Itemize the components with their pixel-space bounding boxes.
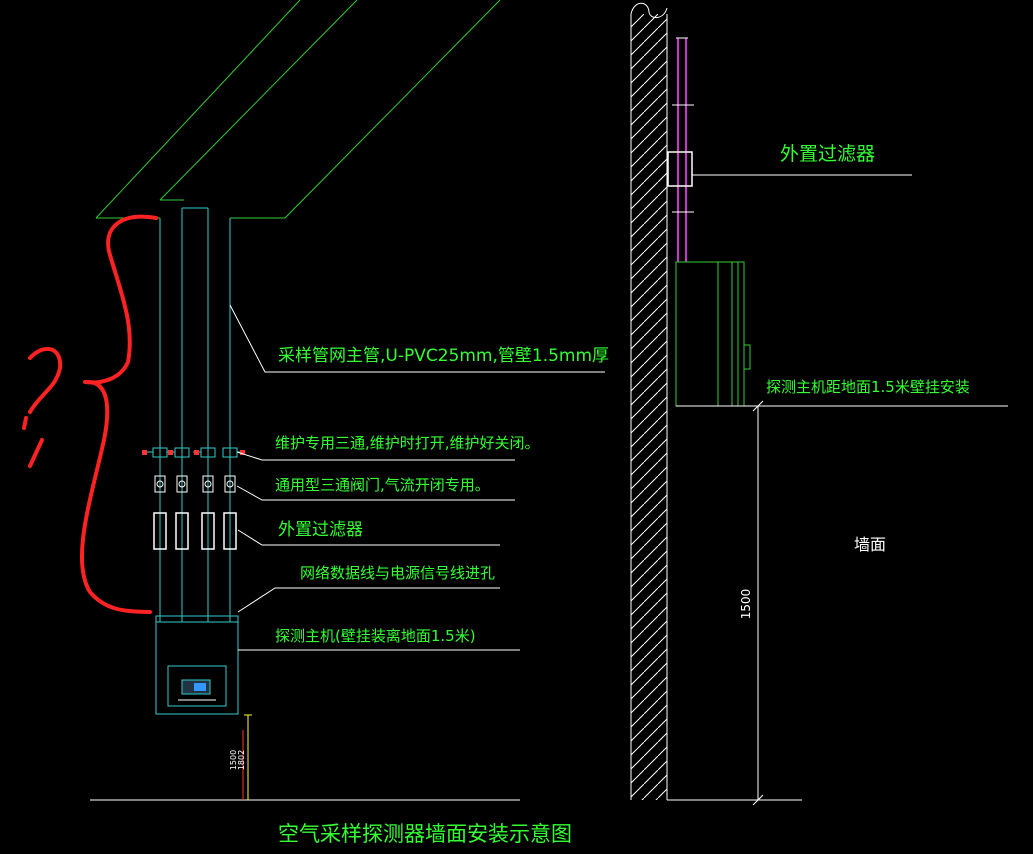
filter-left-label: 外置过滤器 — [278, 520, 363, 540]
red-markup — [22, 214, 158, 614]
detector-host-right — [675, 261, 751, 407]
height-label-right: 1500 — [739, 589, 753, 620]
pipe-clamps-right — [672, 104, 694, 213]
maintenance-tee-label: 维护专用三通,维护时打开,维护好关闭。 — [275, 434, 540, 452]
main-pipe-label: 采样管网主管,U-PVC25mm,管壁1.5mm厚 — [278, 346, 609, 366]
maintenance-tee-caps — [142, 450, 245, 455]
detector-host-left — [155, 615, 239, 715]
height-label-left-b: 1802 — [237, 750, 246, 770]
sloped-ceiling — [95, 0, 501, 219]
external-filters — [153, 512, 237, 550]
height-label-left-group: 1500 1802 — [229, 750, 246, 770]
conduit-right — [676, 37, 688, 262]
leader-lines-left — [229, 304, 605, 651]
wall-label: 墙面 — [854, 535, 886, 554]
host-right-label: 探测主机距地面1.5米壁挂安装 — [766, 378, 970, 396]
height-label-left-a: 1500 — [229, 750, 238, 770]
valve-label: 通用型三通阀门,气流开闭专用。 — [275, 476, 490, 494]
height-dimension-left — [244, 714, 252, 800]
sampling-pipes — [159, 207, 231, 622]
leader-lines-right — [667, 174, 1008, 801]
filter-right-label: 外置过滤器 — [780, 143, 875, 165]
three-way-valves — [154, 475, 236, 493]
host-left-label: 探测主机(壁挂装离地面1.5米) — [275, 627, 476, 645]
external-filter-right — [667, 151, 693, 187]
diagram-title: 空气采样探测器墙面安装示意图 — [278, 822, 572, 846]
wall-section — [630, 2, 668, 800]
height-dimension-right — [752, 400, 764, 806]
cable-hole-label: 网络数据线与电源信号线进孔 — [300, 564, 495, 582]
